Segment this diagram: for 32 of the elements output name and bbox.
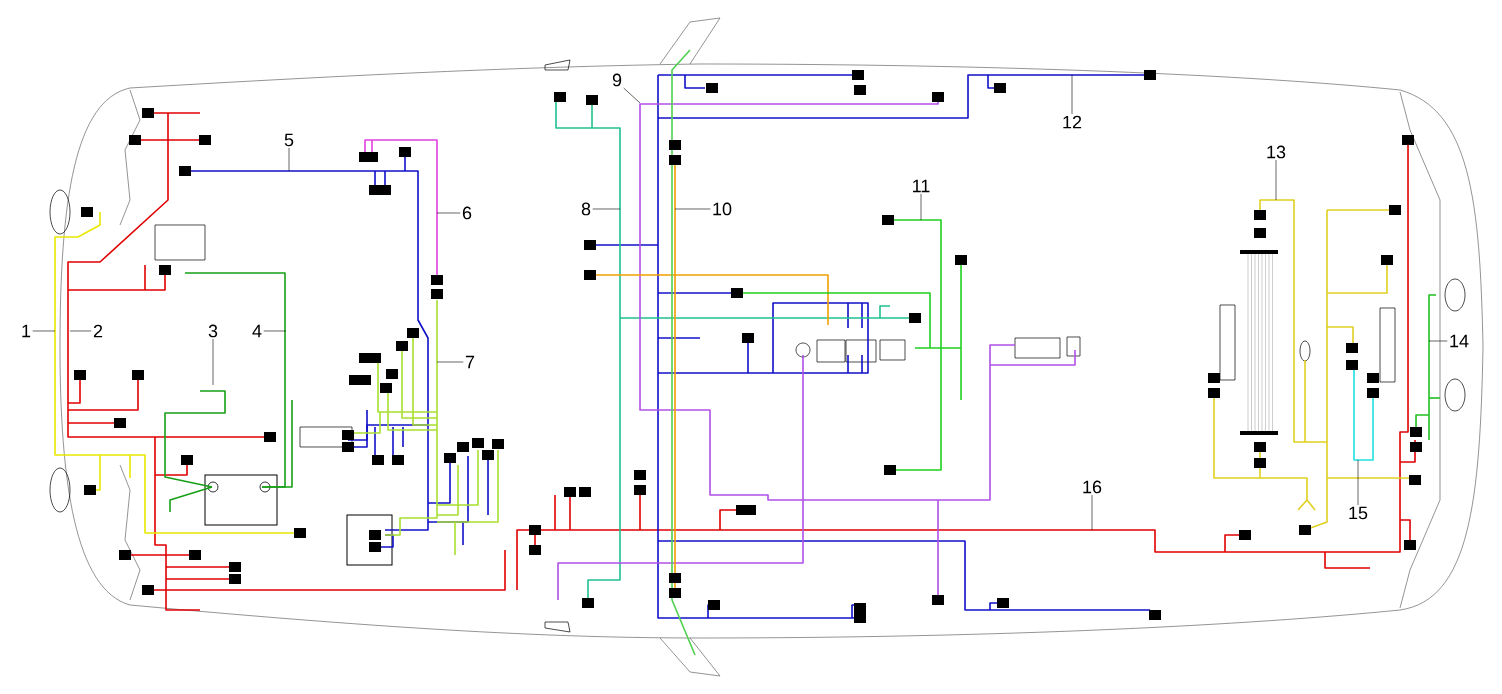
callout-number: 5 <box>284 133 294 147</box>
leader-line <box>69 330 92 332</box>
callout-number: 4 <box>252 324 262 338</box>
callout-number: 8 <box>581 202 591 216</box>
leader-line <box>1357 459 1359 506</box>
leader-line <box>32 330 56 332</box>
callout-number: 7 <box>465 355 475 369</box>
callout-number: 3 <box>208 324 218 338</box>
leader-line <box>920 193 922 221</box>
leader-line <box>1275 159 1277 201</box>
leader-line <box>212 338 214 386</box>
callout-number: 13 <box>1267 145 1286 159</box>
callout-number: 15 <box>1349 506 1368 520</box>
leader-line <box>436 361 464 363</box>
leader-line <box>674 208 711 210</box>
leader-line <box>1091 494 1093 531</box>
leader-line <box>263 330 287 332</box>
callout-number: 6 <box>462 206 472 220</box>
leader-line <box>623 87 641 104</box>
leader-line <box>288 147 290 172</box>
callout-number: 12 <box>1063 115 1082 129</box>
callout-number: 9 <box>612 73 622 87</box>
callout-number: 2 <box>93 324 103 338</box>
leader-line <box>436 212 461 214</box>
callout-number: 14 <box>1450 334 1469 348</box>
callout-number: 11 <box>913 179 930 193</box>
leader-line <box>592 208 621 210</box>
callout-number: 10 <box>713 202 732 216</box>
leader-line <box>1071 74 1073 115</box>
callout-number: 1 <box>22 324 31 338</box>
leader-line <box>1428 340 1448 342</box>
callout-number: 16 <box>1083 480 1102 494</box>
